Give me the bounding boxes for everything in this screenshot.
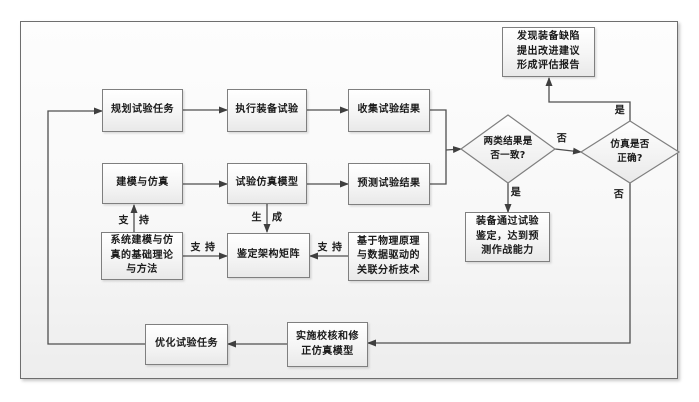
node-defect-report-line: 形成评估报告	[517, 60, 580, 72]
node-verify-correct-line: 正仿真模型	[301, 345, 354, 357]
node-correlation-tech: 基于物理原理 与数据驱动的 关联分析技术	[348, 232, 429, 281]
decision-sim-correct-text: 仿真是否 正确?	[610, 138, 650, 164]
edge-simcorrect-no-to-verify	[367, 183, 631, 347]
node-appraisal-matrix: 鉴定架构矩阵	[227, 233, 310, 278]
node-correlation-tech-line: 基于物理原理	[357, 235, 420, 247]
decision-consistency-text: 两类结果是 否一致?	[483, 135, 533, 161]
node-plan-task: 规划试验任务	[102, 89, 183, 132]
node-collect-results: 收集试验结果	[348, 89, 430, 132]
decision-consistency-shape	[459, 114, 557, 184]
node-defect-report-line: 提出改进建议	[517, 45, 580, 57]
node-theory-methods-line: 系统建模与仿	[110, 235, 174, 247]
label-sim-correct-yes: 是	[614, 105, 626, 117]
node-defect-report-line: 发现装备缺陷	[517, 31, 580, 43]
label-support-right: 支 持	[317, 242, 343, 254]
node-pass-appraisal: 装备通过试验 鉴定，达到预 测作战能力	[465, 212, 550, 262]
node-correlation-tech-line: 与数据驱动的	[357, 250, 420, 262]
node-theory-methods-line: 与方法	[126, 264, 158, 276]
node-theory-methods: 系统建模与仿 真的基础理论 与方法	[101, 232, 183, 280]
node-pass-appraisal-line: 鉴定，达到预	[476, 230, 539, 242]
decision-sim-correct-shape	[579, 120, 681, 184]
node-predict-results: 预测试验结果	[348, 163, 430, 205]
label-sim-correct-no: 否	[613, 189, 625, 201]
edge-simcorrect-yes-to-report	[545, 77, 631, 121]
node-defect-report: 发现装备缺陷 提出改进建议 形成评估报告	[502, 27, 595, 77]
edge-junction-to-consistency	[445, 146, 462, 154]
node-correlation-tech-line: 关联分析技术	[357, 264, 420, 276]
edge-results-junction	[430, 109, 447, 185]
node-verify-correct-line: 实施校核和修	[296, 331, 359, 342]
node-theory-methods-line: 真的基础理论	[110, 249, 174, 261]
edge-consistency-no-to-simcorrect	[554, 147, 582, 155]
node-sim-model: 试验仿真模型	[227, 163, 307, 204]
node-pass-appraisal-line: 测作战能力	[481, 245, 534, 257]
label-support-vertical: 支 持	[118, 215, 150, 227]
node-optimize-task: 优化试验任务	[145, 324, 228, 365]
label-generate: 生 成	[251, 212, 283, 224]
label-support-left: 支 持	[190, 242, 216, 254]
node-execute-test: 执行装备试验	[227, 89, 307, 132]
node-modeling-sim: 建模与仿真	[102, 163, 183, 204]
label-consistency-yes: 是	[510, 187, 522, 199]
edge-optimize-to-plan	[47, 107, 145, 345]
node-verify-correct: 实施校核和修 正仿真模型	[287, 322, 368, 367]
label-consistency-no: 否	[556, 133, 568, 145]
node-pass-appraisal-line: 装备通过试验	[476, 216, 539, 228]
